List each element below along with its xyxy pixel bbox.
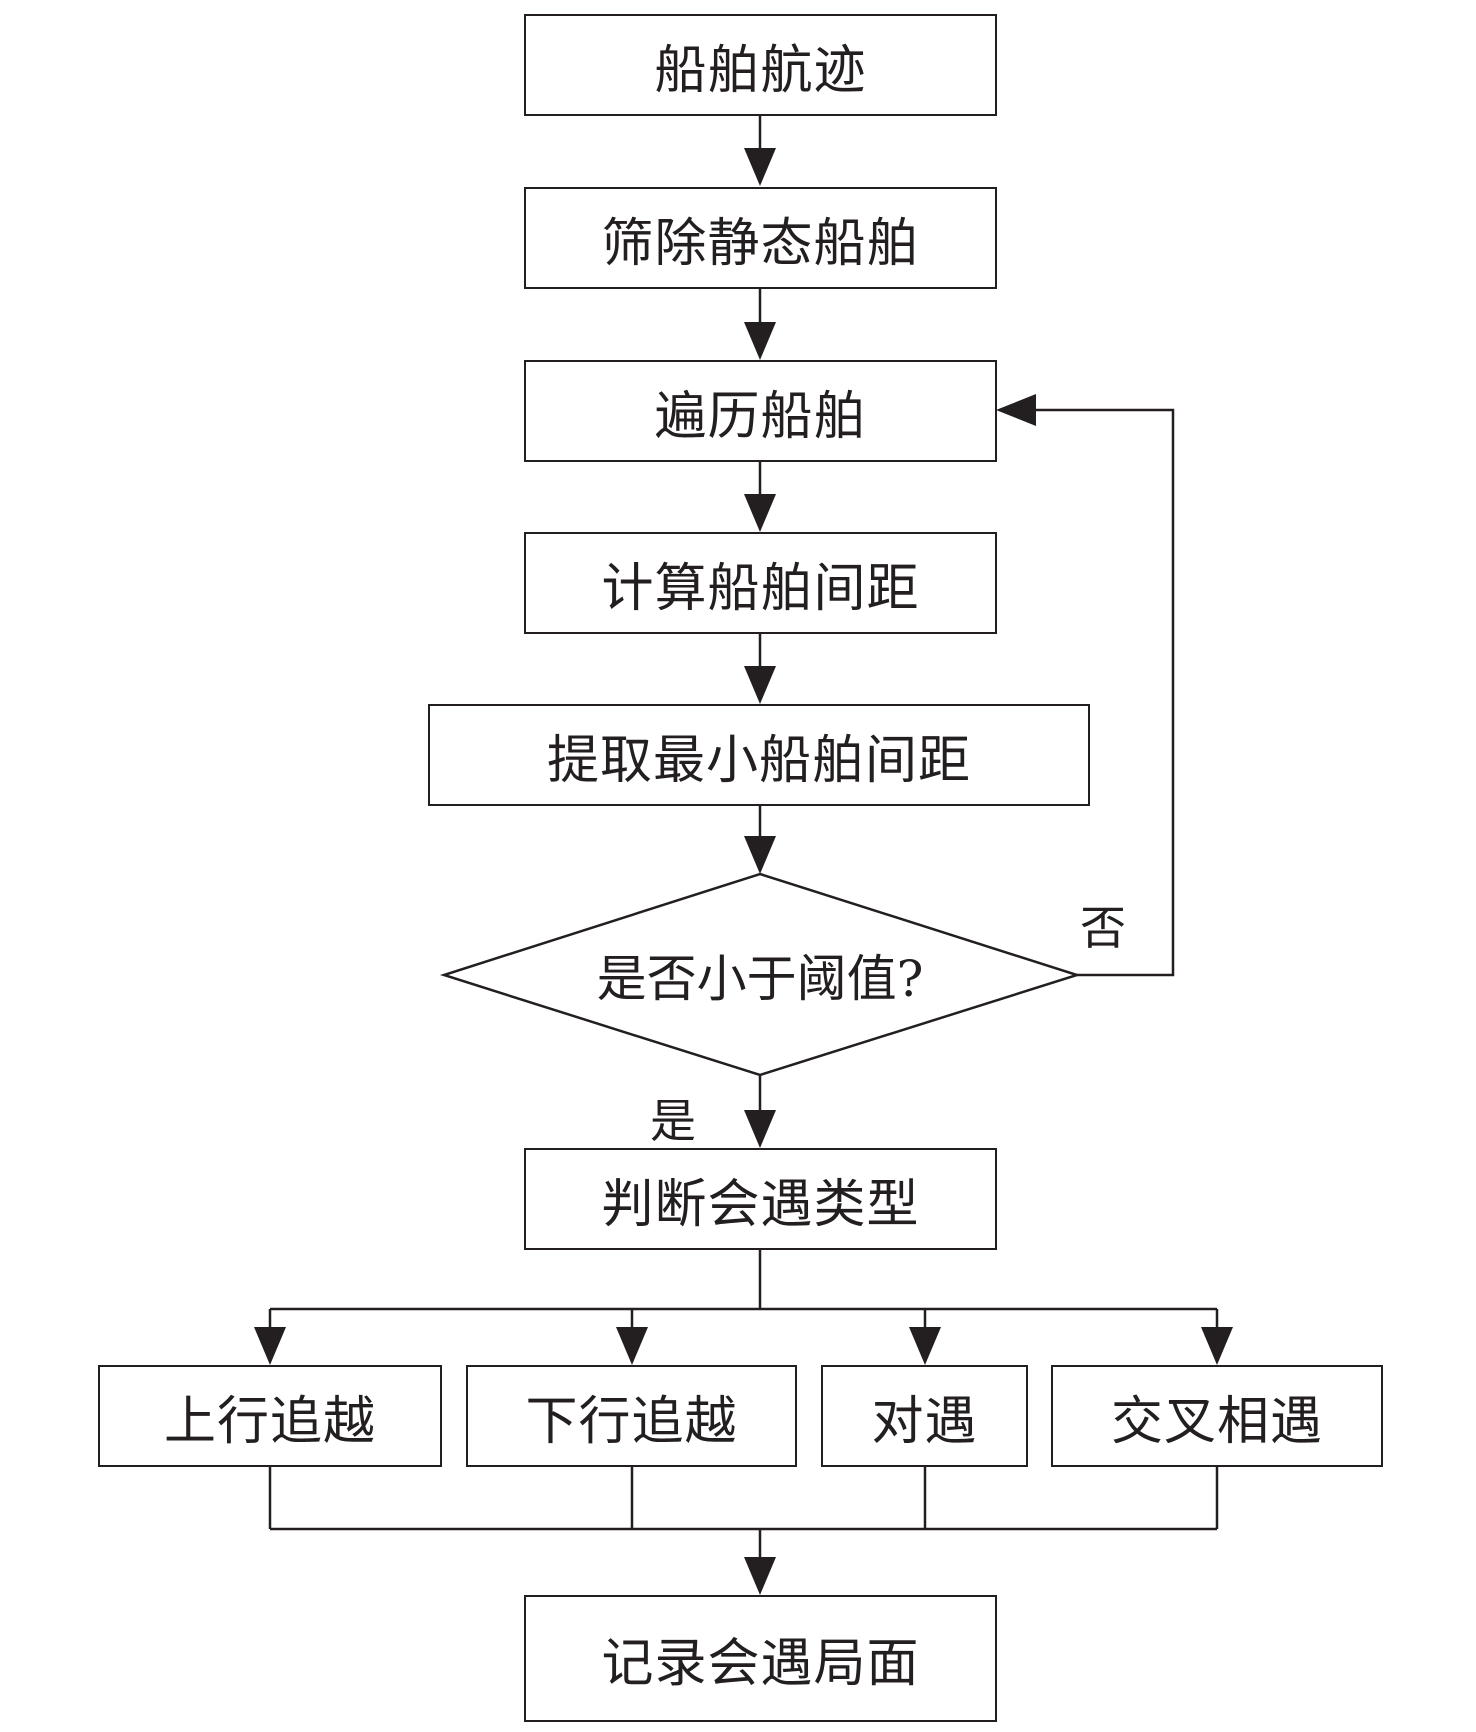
- arrowhead-6: [744, 1110, 776, 1148]
- step-trajectory-label: 船舶航迹: [654, 40, 867, 101]
- encounter-type-label: 交叉相遇: [1110, 1391, 1323, 1452]
- step-min-distance: 提取最小船舶间距: [428, 704, 1090, 806]
- arrowhead-2: [744, 322, 776, 360]
- arrowhead-5: [744, 836, 776, 874]
- arrowhead-fan-3: [909, 1327, 941, 1365]
- branch-label-no: 否: [1080, 901, 1126, 955]
- arrowhead-fan-1: [254, 1327, 286, 1365]
- encounter-type-label: 对遇: [871, 1391, 978, 1452]
- step-judge-type-label: 判断会遇类型: [601, 1174, 920, 1235]
- branch-label-yes: 是: [650, 1094, 696, 1148]
- step-traverse-label: 遍历船舶: [654, 386, 867, 447]
- step-judge-type: 判断会遇类型: [524, 1148, 997, 1250]
- encounter-type-downstream-overtaking: 下行追越: [466, 1365, 797, 1467]
- arrowhead-fan-2: [616, 1327, 648, 1365]
- encounter-type-upstream-overtaking: 上行追越: [98, 1365, 442, 1467]
- step-compute-distance: 计算船舶间距: [524, 532, 997, 634]
- step-compute-distance-label: 计算船舶间距: [601, 558, 920, 619]
- step-record-label: 记录会遇局面: [601, 1634, 920, 1694]
- arrowhead-fan-in: [744, 1557, 776, 1595]
- step-trajectory: 船舶航迹: [524, 14, 997, 116]
- arrowhead-3: [744, 494, 776, 532]
- step-filter-static-label: 筛除静态船舶: [601, 213, 920, 274]
- step-record: 记录会遇局面: [524, 1595, 997, 1722]
- arrowhead-1: [744, 148, 776, 186]
- encounter-type-label: 下行追越: [525, 1391, 738, 1452]
- decision-label: 是否小于阈值?: [596, 950, 924, 1008]
- step-traverse: 遍历船舶: [524, 360, 997, 462]
- encounter-type-label: 上行追越: [163, 1391, 376, 1452]
- step-filter-static: 筛除静态船舶: [524, 187, 997, 289]
- arrowhead-loop: [996, 394, 1036, 426]
- encounter-type-crossing: 交叉相遇: [1051, 1365, 1383, 1467]
- encounter-type-head-on: 对遇: [821, 1365, 1028, 1467]
- step-min-distance-label: 提取最小船舶间距: [546, 730, 971, 791]
- arrowhead-fan-4: [1201, 1327, 1233, 1365]
- loop-no-branch: [1020, 408, 1175, 977]
- arrowhead-4: [744, 666, 776, 704]
